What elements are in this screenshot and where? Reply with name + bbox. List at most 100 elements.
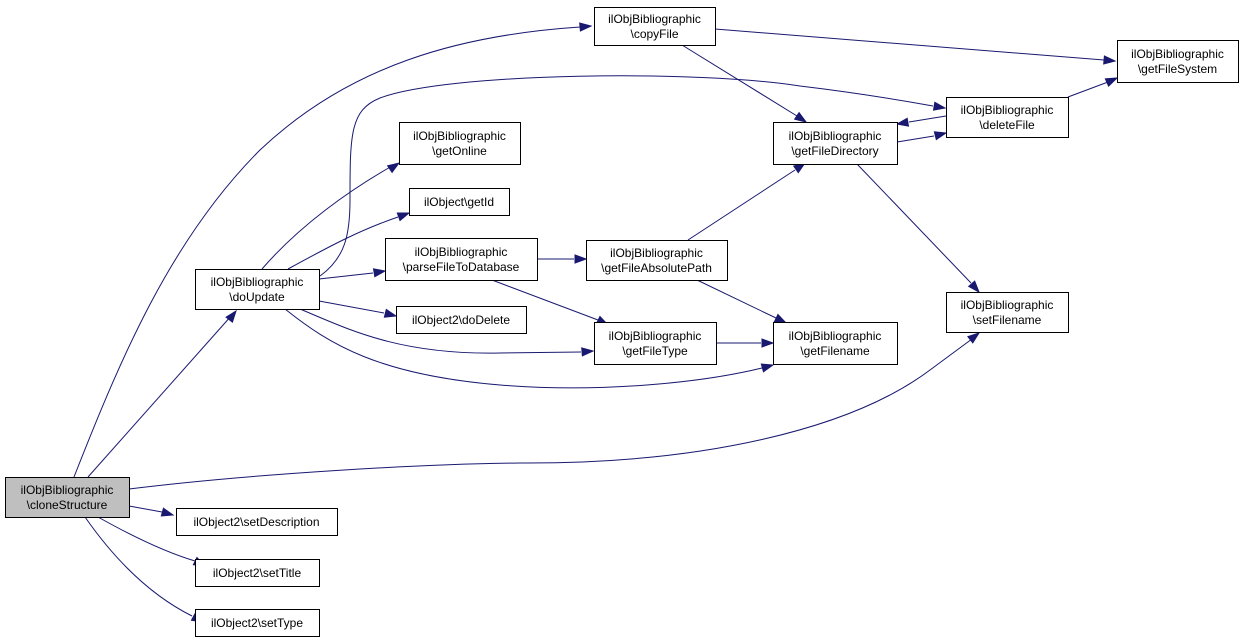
edge-line xyxy=(318,272,374,280)
arrow-head-icon xyxy=(932,101,947,111)
edge-line xyxy=(319,75,934,277)
arrow-head-icon xyxy=(383,308,398,318)
edge-line xyxy=(73,26,581,478)
edge-parseFileToDatabase-to-getFileAbsolutePath xyxy=(537,254,588,264)
node-doUpdate[interactable]: ilObjBibliographic\doUpdate xyxy=(195,269,320,310)
arrow-head-icon xyxy=(396,212,411,222)
edge-line xyxy=(908,115,947,123)
edge-line xyxy=(87,314,233,478)
node-box[interactable] xyxy=(1117,40,1239,83)
node-parseFileToDatabase[interactable]: ilObjBibliographic\parseFileToDatabase xyxy=(385,238,538,281)
node-cloneStructure[interactable]: ilObjBibliographic\cloneStructure xyxy=(5,477,130,518)
node-box[interactable] xyxy=(195,609,320,637)
node-box[interactable] xyxy=(195,269,320,310)
edge-line xyxy=(299,308,582,354)
edge-cloneStructure-to-doUpdate xyxy=(87,309,237,478)
nodes-layer: ilObjBibliographic\cloneStructureilObjBi… xyxy=(5,7,1239,637)
node-getFileAbsolutePath[interactable]: ilObjBibliographic\getFileAbsolutePath xyxy=(586,240,728,281)
node-box[interactable] xyxy=(399,122,521,165)
node-label-line: \getFileAbsolutePath xyxy=(601,261,712,275)
node-label-line: \getOnline xyxy=(432,144,487,158)
edge-getFileDirectory-to-setFilename xyxy=(856,163,980,294)
edge-getFileAbsolutePath-to-getFilename xyxy=(696,279,788,324)
node-getFileDirectory[interactable]: ilObjBibliographic\getFileDirectory xyxy=(773,122,898,165)
edge-line xyxy=(84,516,193,617)
node-box[interactable] xyxy=(176,508,338,536)
node-setDescription[interactable]: ilObject2\setDescription xyxy=(176,508,338,536)
node-box[interactable] xyxy=(385,238,538,281)
arrow-head-icon xyxy=(386,162,401,174)
edge-line xyxy=(896,135,935,143)
node-doDelete[interactable]: ilObject2\doDelete xyxy=(396,306,527,334)
node-getFileType[interactable]: ilObjBibliographic\getFileType xyxy=(594,322,717,365)
node-label-line: ilObjBibliographic xyxy=(610,246,703,260)
edge-line xyxy=(687,169,796,241)
arrow-head-icon xyxy=(579,22,593,32)
node-label-line: ilObjBibliographic xyxy=(609,329,702,343)
edge-line xyxy=(128,335,977,490)
edge-doUpdate-to-getFilename xyxy=(284,308,775,389)
edge-copyFile-to-getFileSystem xyxy=(714,28,1117,65)
edge-cloneStructure-to-copyFile xyxy=(73,22,593,478)
node-deleteFile[interactable]: ilObjBibliographic\deleteFile xyxy=(946,97,1069,138)
node-box[interactable] xyxy=(946,292,1069,333)
node-label-line: ilObject\getId xyxy=(424,195,494,209)
node-box[interactable] xyxy=(773,122,898,165)
node-label-line: ilObjBibliographic xyxy=(21,483,114,497)
node-getFileSystem[interactable]: ilObjBibliographic\getFileSystem xyxy=(1117,40,1239,83)
node-label-line: \deleteFile xyxy=(979,118,1035,132)
arrow-head-icon xyxy=(967,332,981,344)
edge-doUpdate-to-getFileType xyxy=(299,308,595,357)
node-label-line: \setFilename xyxy=(973,313,1042,327)
node-box[interactable] xyxy=(195,559,320,587)
node-label-line: ilObjBibliographic xyxy=(211,275,304,289)
node-box[interactable] xyxy=(773,322,898,365)
node-getId[interactable]: ilObject\getId xyxy=(409,188,510,216)
node-box[interactable] xyxy=(594,322,717,365)
node-getOnline[interactable]: ilObjBibliographic\getOnline xyxy=(399,122,521,165)
node-label-line: ilObjBibliographic xyxy=(415,245,508,259)
node-box[interactable] xyxy=(396,306,527,334)
edge-line xyxy=(856,163,972,284)
arrow-head-icon xyxy=(372,268,387,278)
node-box[interactable] xyxy=(5,477,130,518)
node-label-line: \getFileDirectory xyxy=(791,144,878,158)
node-box[interactable] xyxy=(586,240,728,281)
node-setTitle[interactable]: ilObject2\setTitle xyxy=(195,559,320,587)
edge-line xyxy=(287,216,399,270)
arrow-head-icon xyxy=(1104,77,1119,87)
node-label-line: ilObjBibliographic xyxy=(789,329,882,343)
edge-line xyxy=(681,44,798,117)
arrow-head-icon xyxy=(160,507,175,517)
node-label-line: \getFileType xyxy=(622,344,688,358)
arrow-head-icon xyxy=(773,313,788,324)
node-label-line: ilObject2\doDelete xyxy=(412,313,510,327)
node-label-line: ilObjBibliographic xyxy=(789,129,882,143)
arrow-head-icon xyxy=(225,309,237,323)
edge-cloneStructure-to-setFilename xyxy=(128,332,981,490)
edges-layer xyxy=(73,22,1119,623)
edge-line xyxy=(261,165,393,270)
edge-line xyxy=(714,28,1105,61)
edge-getFileType-to-getFilename xyxy=(716,338,775,348)
node-box[interactable] xyxy=(594,7,716,46)
node-label-line: ilObjBibliographic xyxy=(608,12,701,26)
edge-deleteFile-to-getFileSystem xyxy=(1067,77,1119,98)
node-box[interactable] xyxy=(946,97,1069,138)
node-label-line: \parseFileToDatabase xyxy=(403,260,520,274)
node-label-line: ilObjBibliographic xyxy=(1131,47,1224,61)
node-label-line: ilObjBibliographic xyxy=(961,103,1054,117)
edge-getFileDirectory-to-deleteFile xyxy=(896,131,948,143)
edge-doUpdate-to-parseFileToDatabase xyxy=(318,268,387,280)
node-box[interactable] xyxy=(409,188,510,216)
edge-line xyxy=(491,279,599,321)
node-getFilename[interactable]: ilObjBibliographic\getFilename xyxy=(773,322,898,365)
edge-line xyxy=(318,300,385,314)
node-setFilename[interactable]: ilObjBibliographic\setFilename xyxy=(946,292,1069,333)
edge-line xyxy=(128,505,163,513)
edge-doUpdate-to-deleteFile xyxy=(319,75,947,277)
node-copyFile[interactable]: ilObjBibliographic\copyFile xyxy=(594,7,716,46)
node-label-line: ilObjBibliographic xyxy=(413,129,506,143)
arrow-head-icon xyxy=(574,254,588,264)
node-setType[interactable]: ilObject2\setType xyxy=(195,609,320,637)
